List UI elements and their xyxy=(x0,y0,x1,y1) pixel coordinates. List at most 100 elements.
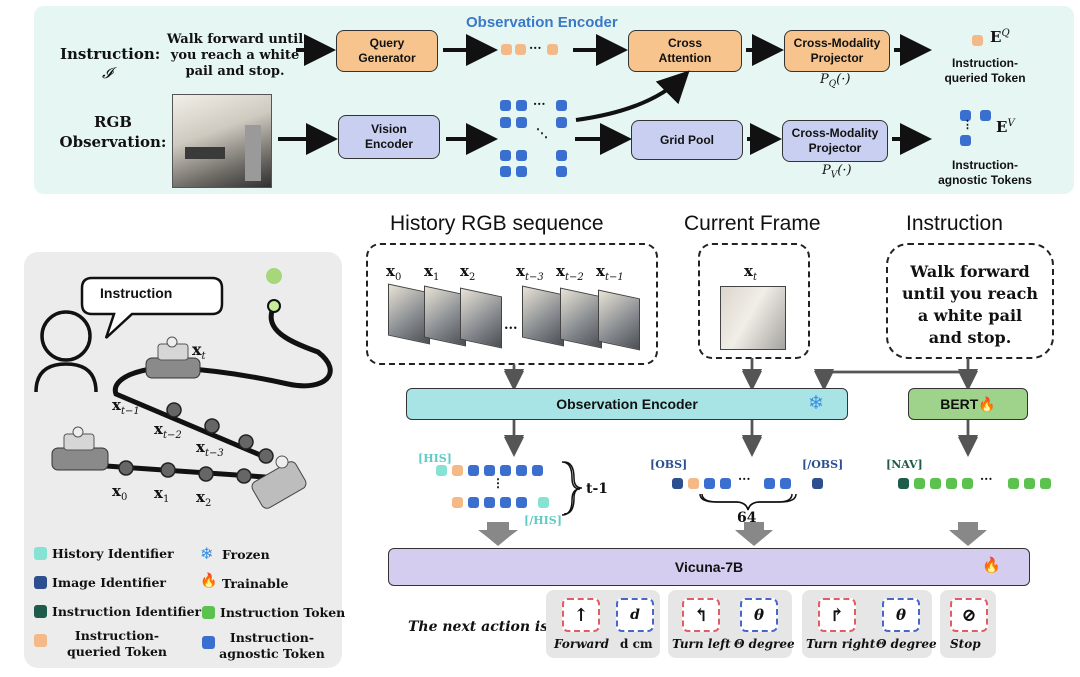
history-identifier-swatch xyxy=(34,547,47,560)
grid-token xyxy=(500,150,511,161)
legend-instruction-token: Instruction Token xyxy=(220,605,346,620)
instruction-agnostic-tokens-label: Instruction-agnostic Tokens xyxy=(938,158,1032,187)
his-close-token: [/HIS] xyxy=(524,514,562,527)
current-frame-label: xt xyxy=(744,262,757,283)
his-open-token: [HIS] xyxy=(418,452,452,465)
history-identifier-token xyxy=(538,497,549,508)
ellipsis: ··· xyxy=(980,472,993,486)
ellipsis: ··· xyxy=(738,472,751,486)
ellipsis: ... xyxy=(529,38,542,52)
instruction-identifier-swatch xyxy=(34,605,47,618)
ev-token xyxy=(980,110,991,121)
agnostic-token xyxy=(516,497,527,508)
agnostic-token xyxy=(780,478,791,489)
flame-icon: 🔥 xyxy=(978,395,996,412)
agnostic-token xyxy=(484,497,495,508)
protractor-icon: θ xyxy=(882,598,920,632)
frame-label: xt−3 xyxy=(516,262,544,283)
grid-token xyxy=(500,117,511,128)
snowflake-icon: ❄ xyxy=(808,392,824,414)
ev-token xyxy=(960,135,971,146)
instruction-queried-token-label: Instruction-queried Token xyxy=(944,56,1026,85)
frame-label: xt−1 xyxy=(596,262,624,283)
ellipsis: ... xyxy=(533,94,546,108)
grid-token xyxy=(556,150,567,161)
agnostic-token-swatch xyxy=(202,636,215,649)
action-forward: Forward xyxy=(554,637,610,651)
agnostic-token xyxy=(484,465,495,476)
frame-label: x0 xyxy=(386,262,402,283)
protractor-icon: θ xyxy=(740,598,778,632)
agnostic-token xyxy=(516,465,527,476)
vdots: ⋮ xyxy=(962,118,973,131)
goal-marker xyxy=(266,268,282,284)
ev-label: EV xyxy=(996,118,1015,136)
grid-token xyxy=(556,117,567,128)
frame-label: x1 xyxy=(424,262,440,283)
legend-agnostic-token: Instruction-agnostic Token xyxy=(219,630,325,661)
flame-icon: 🔥 xyxy=(200,573,218,589)
current-frame-title: Current Frame xyxy=(684,212,821,235)
grid-token xyxy=(556,100,567,111)
fridge xyxy=(245,125,261,181)
stop-icon: ⊘ xyxy=(950,598,988,632)
bert-box: BERT🔥 xyxy=(908,388,1028,420)
instruction-text: Walk forward until you reach a white pai… xyxy=(166,32,304,79)
obs-count-label: 64 xyxy=(737,510,757,526)
instruction-token xyxy=(930,478,941,489)
grid-pool-box: Grid Pool xyxy=(631,120,743,160)
history-identifier-token xyxy=(436,465,447,476)
obs-open-token: [OBS] xyxy=(650,458,688,471)
queried-token xyxy=(688,478,699,489)
instruction-token xyxy=(1040,478,1051,489)
path-label-x2: x2 xyxy=(196,488,212,509)
instruction-token xyxy=(1008,478,1019,489)
grid-token xyxy=(556,166,567,177)
action-stop: Stop xyxy=(950,637,981,651)
legend-image-identifier: Image Identifier xyxy=(52,575,166,590)
instruction-token-swatch xyxy=(202,606,215,619)
action-degree-left: Θ degree xyxy=(734,637,795,651)
image-identifier-token xyxy=(672,478,683,489)
next-action-label: The next action is xyxy=(408,619,549,635)
queried-token xyxy=(452,497,463,508)
rgb-observation-image xyxy=(172,94,272,188)
path-label-xt-1: xt−1 xyxy=(112,396,140,417)
grid-token xyxy=(500,100,511,111)
snowflake-icon: ❄ xyxy=(200,544,214,563)
instruction-label: Instruction: xyxy=(60,45,161,63)
current-frame-image xyxy=(720,286,786,350)
vdots: ⋮ xyxy=(492,476,504,490)
queried-token-swatch xyxy=(34,634,47,647)
instruction-token xyxy=(1024,478,1035,489)
eq-label: EQ xyxy=(990,28,1010,46)
instruction-box xyxy=(886,243,1054,359)
path-label-x0: x0 xyxy=(112,482,128,503)
encoder-title: Observation Encoder xyxy=(466,14,618,31)
diag-dots: ⋱ xyxy=(536,126,548,140)
pq-label: PQ(·) xyxy=(820,72,851,90)
forward-arrow-icon: ↑ xyxy=(562,598,600,632)
xt-label: xt xyxy=(192,340,206,363)
instruction-title: Instruction xyxy=(906,212,1003,235)
instruction-symbol: 𝓘 xyxy=(102,64,113,82)
t-minus-1-label: t-1 xyxy=(586,481,609,497)
instruction-bubble-text: Instruction xyxy=(100,285,173,301)
queried-token xyxy=(547,44,558,55)
agnostic-token xyxy=(532,465,543,476)
legend-queried-token: Instruction-queried Token xyxy=(66,628,168,659)
legend-trainable: Trainable xyxy=(222,576,289,591)
ev-token xyxy=(960,110,971,121)
instruction-identifier-token xyxy=(898,478,909,489)
path-label-xt-3: xt−3 xyxy=(196,438,224,459)
instruction-box-text: Walk forward until you reach a white pai… xyxy=(902,262,1038,347)
grid-token xyxy=(516,117,527,128)
instruction-token xyxy=(914,478,925,489)
agnostic-token xyxy=(468,497,479,508)
